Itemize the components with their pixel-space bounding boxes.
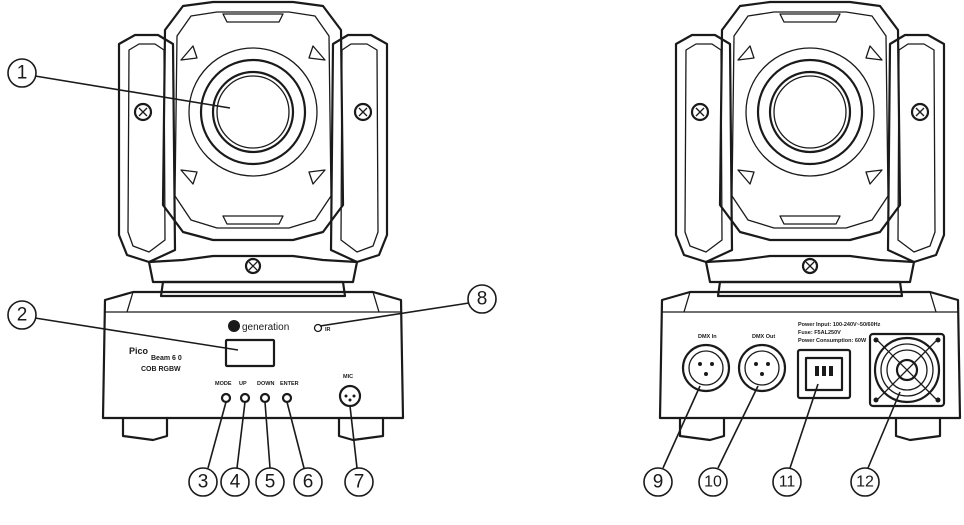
down-button: [259, 392, 271, 404]
mode-button: [220, 392, 232, 404]
callout-2: [7, 300, 37, 330]
power-socket: [796, 348, 852, 400]
mic-icon: [338, 384, 362, 408]
dmx-out-connector: [737, 343, 787, 393]
back-view: DMX In DMX Out Power Input: 100-240V~50/…: [658, 0, 962, 442]
callout-11: [772, 467, 802, 497]
dmx-in-label: DMX In: [698, 334, 717, 340]
callout-10-label: 10: [704, 474, 722, 491]
down-button-label: DOWN: [257, 381, 274, 387]
callout-5: [255, 467, 285, 497]
callout-2-label: 2: [17, 305, 28, 326]
callout-9: [643, 467, 673, 497]
callout-5-label: 5: [265, 472, 276, 493]
callouts: 1 2 3 4 5 6 7 8 9 10: [7, 58, 901, 497]
callout-11-label: 11: [779, 474, 796, 491]
callout-1: [7, 58, 37, 88]
callout-4: [220, 467, 250, 497]
dmx-in-connector: [681, 343, 731, 393]
mic-label: MIC: [343, 374, 353, 380]
callout-12-label: 12: [856, 474, 874, 491]
model-line-2: Beam 6 0: [151, 355, 182, 362]
callout-6-label: 6: [303, 472, 314, 493]
up-button: [239, 392, 251, 404]
cooling-fan: [868, 332, 946, 408]
callout-9-label: 9: [653, 472, 664, 493]
callout-3: [188, 467, 218, 497]
enter-button: [281, 392, 293, 404]
power-input-text: Power Input: 100-240V~50/60Hz: [798, 322, 881, 328]
model-line-3: COB RGBW: [141, 366, 181, 373]
brand-logo-icon: [228, 320, 240, 332]
callout-4-label: 4: [230, 472, 241, 493]
dmx-out-label: DMX Out: [752, 334, 775, 340]
mode-button-label: MODE: [215, 381, 232, 387]
callout-12: [850, 467, 880, 497]
callout-7: [344, 467, 374, 497]
brand-label: generation: [242, 322, 289, 333]
fuse-text: Fuse: F5AL250V: [798, 330, 841, 336]
up-button-label: UP: [239, 381, 247, 387]
ir-label: IR: [325, 327, 331, 333]
power-consumption-text: Power Consumption: 60W: [798, 338, 867, 344]
callout-8-label: 8: [477, 289, 488, 310]
callout-7-label: 7: [354, 472, 365, 493]
front-view: generation IR Pico Beam 6 0 COB RGBW MOD…: [101, 0, 405, 442]
callout-3-label: 3: [198, 472, 209, 493]
lcd-display: [224, 338, 276, 368]
enter-button-label: ENTER: [280, 381, 299, 387]
callout-6: [293, 467, 323, 497]
model-line-1: Pico: [129, 346, 149, 356]
callout-1-label: 1: [17, 63, 28, 84]
callout-8: [467, 284, 497, 314]
callout-10: [698, 467, 728, 497]
ir-sensor-icon: [313, 323, 323, 333]
